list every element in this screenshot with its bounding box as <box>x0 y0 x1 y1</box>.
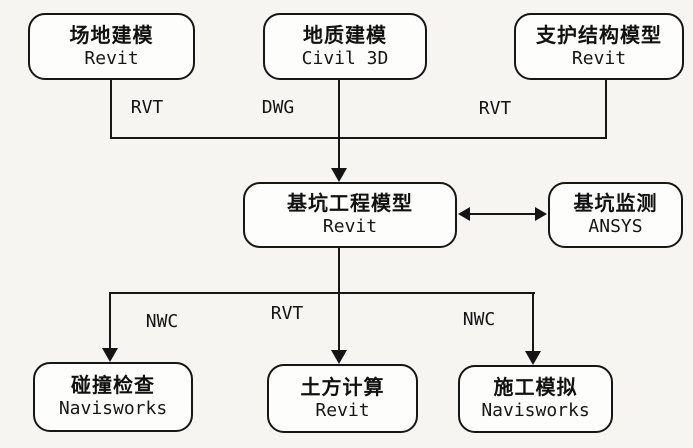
node-support-structure-tool: Revit <box>571 47 627 69</box>
connector-merge-line <box>110 137 607 139</box>
arrowhead-into-earthwork-icon <box>331 350 347 364</box>
connector-earthwork-down <box>338 292 340 352</box>
node-site-modeling-title: 场地建模 <box>69 24 154 47</box>
node-construction-sim-title: 施工模拟 <box>493 377 578 399</box>
connector-branch-line <box>109 292 535 294</box>
connector-pit-monitor-shaft <box>469 213 536 215</box>
arrowhead-toward-pit-icon <box>458 207 470 221</box>
arrowhead-into-pit-icon <box>331 168 347 182</box>
node-site-modeling: 场地建模 Revit <box>28 13 195 80</box>
arrowhead-into-clash-icon <box>102 348 118 362</box>
node-geology-modeling: 地质建模 Civil 3D <box>263 13 427 80</box>
node-geology-modeling-tool: Civil 3D <box>301 47 389 69</box>
node-earthwork-calc: 土方计算 Revit <box>267 364 418 433</box>
node-earthwork-calc-tool: Revit <box>315 399 370 421</box>
connector-construction-down <box>532 292 534 353</box>
node-earthwork-calc-title: 土方计算 <box>300 376 385 399</box>
node-geology-modeling-title: 地质建模 <box>303 24 387 47</box>
node-pit-monitoring-title: 基坑监测 <box>573 193 658 215</box>
node-clash-check: 碰撞检查 Navisworks <box>33 362 193 432</box>
edge-label-rvt-top-left: RVT <box>130 97 164 118</box>
connector-pit-down <box>338 248 340 294</box>
connector-clash-down <box>109 292 111 350</box>
edge-label-rvt-top-right: RVT <box>478 98 512 119</box>
arrowhead-toward-monitor-icon <box>535 207 547 221</box>
node-site-modeling-tool: Revit <box>84 47 139 69</box>
connector-site-down <box>110 80 112 139</box>
node-construction-sim: 施工模拟 Navisworks <box>458 365 613 433</box>
node-pit-model: 基坑工程模型 Revit <box>243 182 457 248</box>
node-support-structure: 支护结构模型 Revit <box>514 13 684 80</box>
edge-label-nwc-bottom-right: NWC <box>462 309 496 330</box>
node-pit-monitoring: 基坑监测 ANSYS <box>548 182 683 248</box>
node-clash-check-title: 碰撞检查 <box>71 375 155 397</box>
edge-label-rvt-bottom-mid: RVT <box>270 303 304 324</box>
node-construction-sim-tool: Navisworks <box>481 400 590 421</box>
node-pit-monitoring-tool: ANSYS <box>588 216 643 237</box>
arrowhead-into-construction-icon <box>525 351 541 365</box>
connector-support-down <box>605 80 607 139</box>
edge-label-dwg: DWG <box>261 97 295 118</box>
node-pit-model-title: 基坑工程模型 <box>287 193 413 215</box>
edge-label-nwc-bottom-left: NWC <box>145 311 179 332</box>
node-support-structure-title: 支护结构模型 <box>536 24 662 47</box>
connector-geology-to-pit <box>338 80 340 170</box>
node-pit-model-tool: Revit <box>322 216 378 237</box>
node-clash-check-tool: Navisworks <box>58 398 168 419</box>
